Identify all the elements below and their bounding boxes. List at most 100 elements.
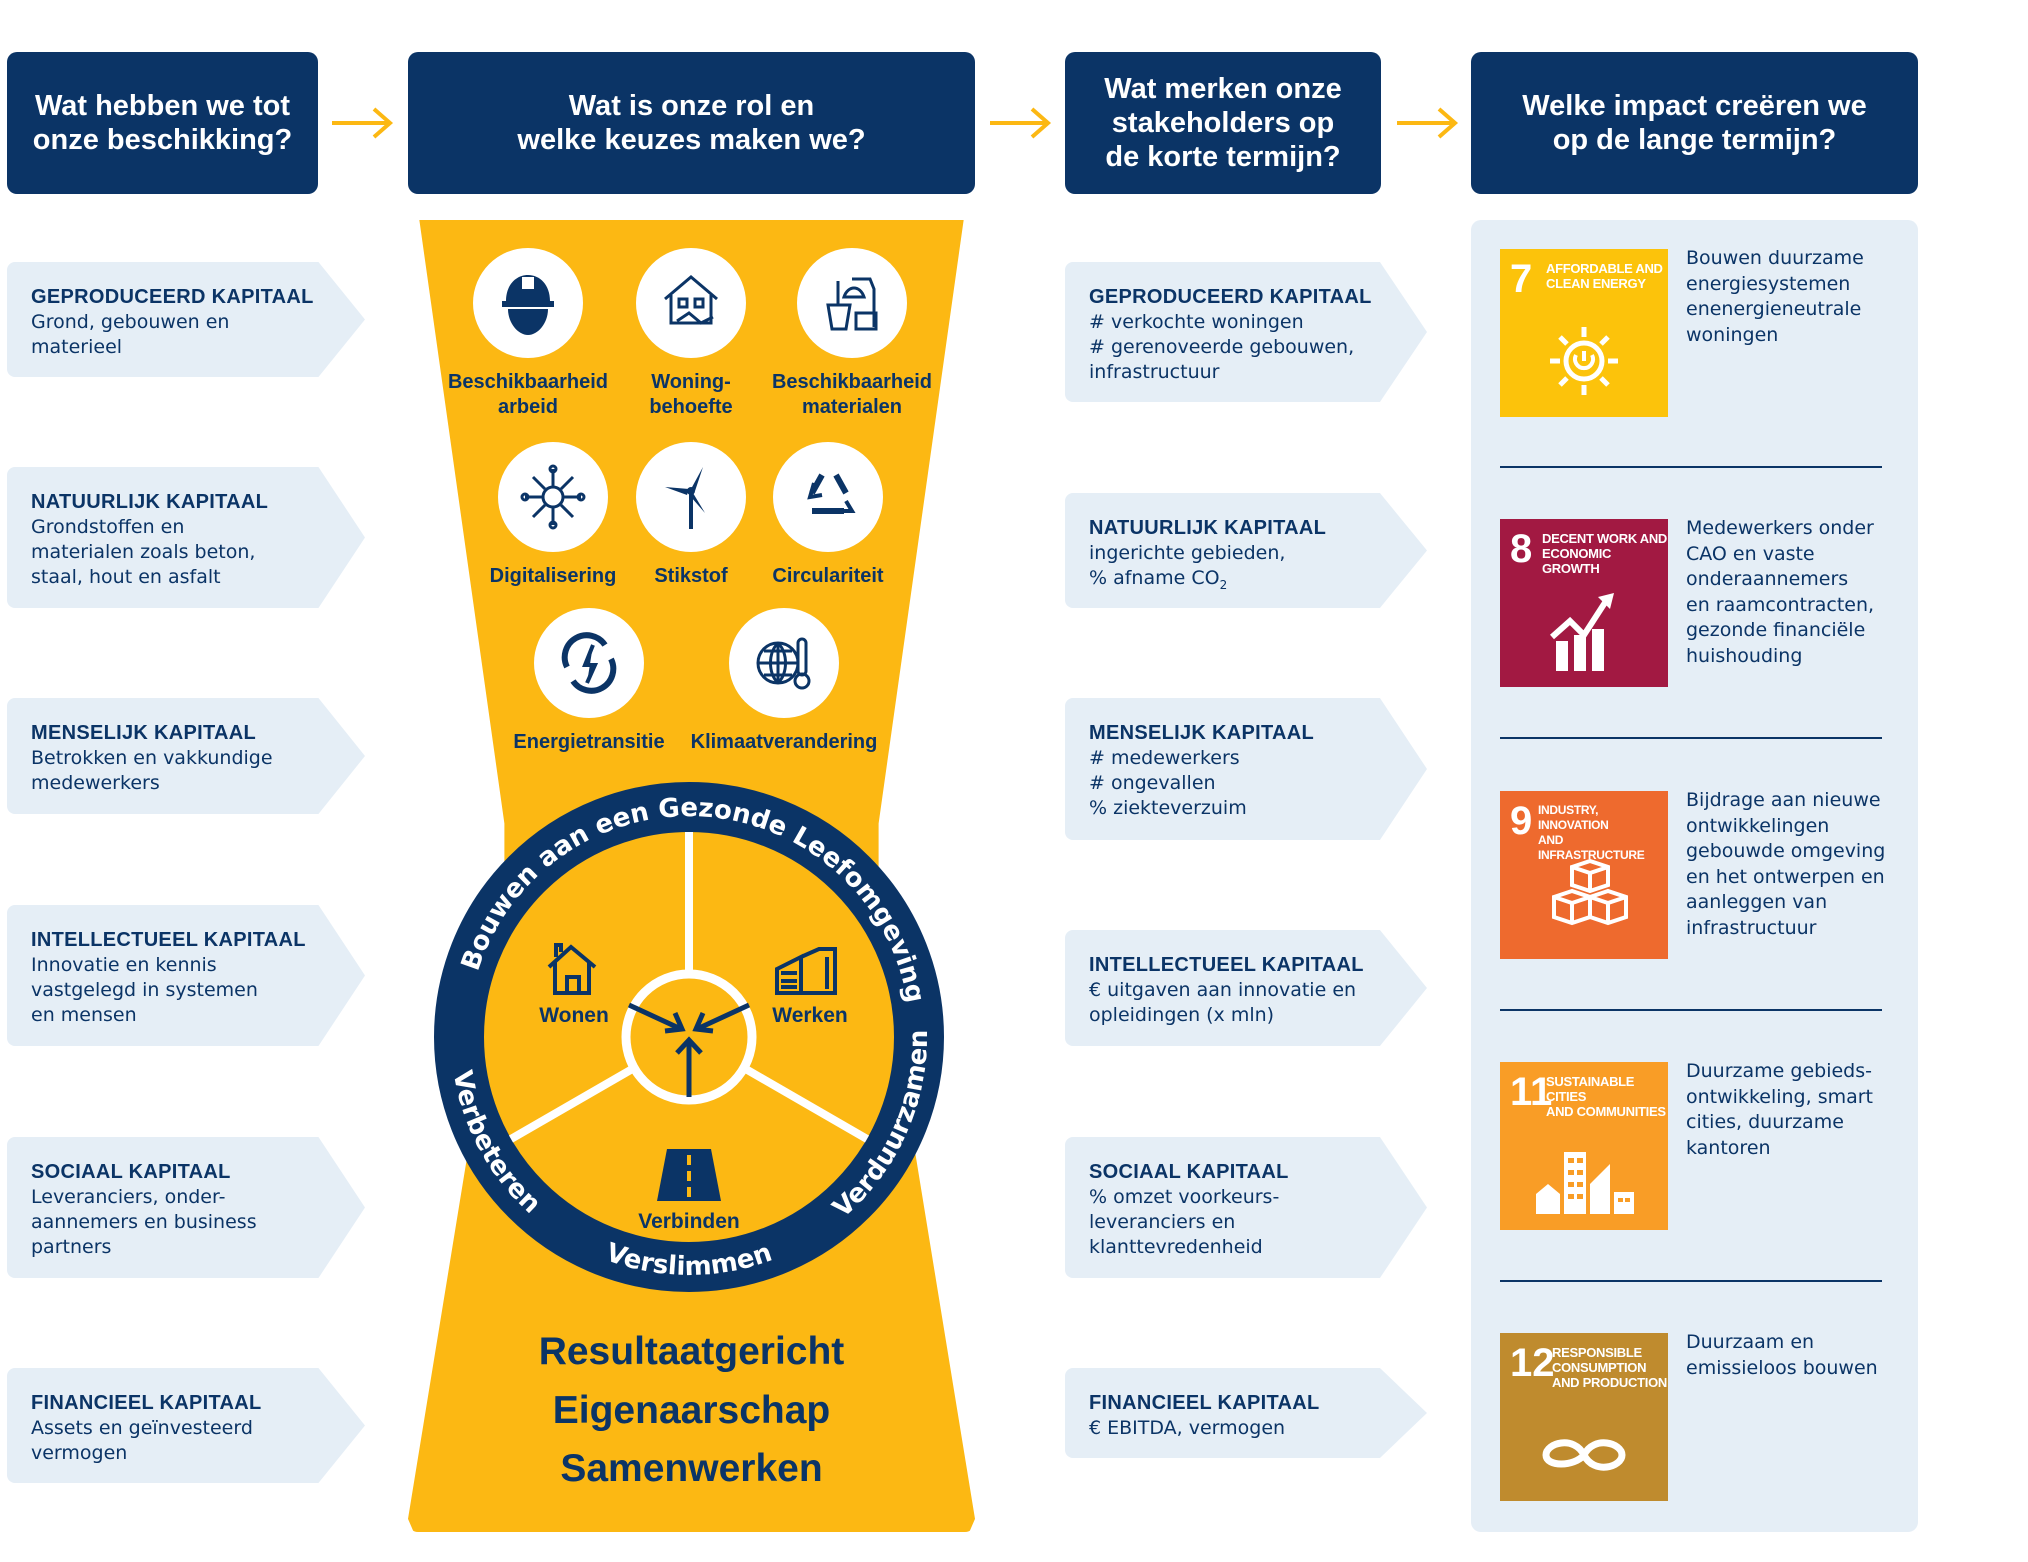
theme-label: Circulariteit bbox=[772, 565, 884, 587]
wind-turbine-icon bbox=[636, 442, 746, 552]
arrow-right-icon bbox=[332, 107, 394, 139]
strategy-wheel: Wonen Werken Verbinden Bouwen aan een Ge… bbox=[434, 782, 944, 1292]
capital-title: SOCIAAL KAPITAAL bbox=[1089, 1161, 1289, 1183]
output-capital-produced: GEPRODUCEERD KAPITAAL # verkochte woninge… bbox=[1065, 262, 1427, 402]
globe-thermometer-icon bbox=[729, 608, 839, 718]
input-capital-natural: NATUURLIJK KAPITAAL Grondstoffen en mater… bbox=[7, 467, 365, 608]
capital-description: % omzet voorkeurs- leveranciers en klant… bbox=[1089, 1186, 1280, 1258]
recycle-icon bbox=[773, 442, 883, 552]
core-value: Eigenaarschap bbox=[552, 1389, 831, 1432]
header-role-choices: Wat is onze rol en welke keuzes maken we… bbox=[408, 52, 975, 194]
arrow-right-icon bbox=[1397, 107, 1459, 139]
theme-label: Woning- behoefte bbox=[649, 371, 733, 418]
sun-power-icon bbox=[1550, 327, 1618, 395]
office-building-icon bbox=[775, 947, 837, 995]
sdg-label: SUSTAINABLE CITIES AND COMMUNITIES bbox=[1546, 1074, 1666, 1119]
capital-description: € uitgaven aan innovatie en opleidingen … bbox=[1089, 979, 1357, 1026]
segment-label-verbinden: Verbinden bbox=[638, 1210, 740, 1233]
capital-description-text: ingerichte gebieden, % afname CO bbox=[1089, 542, 1286, 589]
theme-label: Digitalisering bbox=[489, 565, 617, 587]
theme-label: Stikstof bbox=[654, 565, 728, 587]
road-icon bbox=[657, 1149, 721, 1201]
house-handshake-icon bbox=[636, 248, 746, 358]
divider bbox=[1500, 1009, 1882, 1011]
capital-title: GEPRODUCEERD KAPITAAL bbox=[1089, 286, 1372, 308]
header-resources: Wat hebben we tot onze beschikking? bbox=[7, 52, 318, 194]
cubes-icon bbox=[1552, 858, 1628, 926]
sdg-number: 8 bbox=[1510, 527, 1533, 571]
output-capital-intellectual: INTELLECTUEEL KAPITAAL € uitgaven aan inn… bbox=[1065, 930, 1427, 1046]
sdg-description: Bouwen duurzame energiesystemen enenergi… bbox=[1686, 247, 1864, 346]
output-capital-financial: FINANCIEEL KAPITAAL € EBITDA, vermogen bbox=[1065, 1368, 1427, 1458]
circuit-chip-icon bbox=[498, 442, 608, 552]
sdg-label: DECENT WORK AND ECONOMIC GROWTH bbox=[1542, 531, 1668, 576]
input-capital-human: MENSELIJK KAPITAAL Betrokken en vakkundig… bbox=[7, 698, 365, 814]
header-long-term: Welke impact creëren we op de lange term… bbox=[1471, 52, 1918, 194]
capital-title: MENSELIJK KAPITAAL bbox=[31, 722, 257, 744]
sdg-description: Bijdrage aan nieuwe ontwikkelingen gebou… bbox=[1686, 789, 1886, 939]
divider bbox=[1500, 466, 1882, 468]
growth-chart-icon bbox=[1550, 593, 1614, 671]
capital-description: € EBITDA, vermogen bbox=[1089, 1417, 1286, 1439]
sdg-description: Duurzaam en emissieloos bouwen bbox=[1686, 1331, 1878, 1379]
sdg-number: 12 bbox=[1510, 1341, 1555, 1385]
divider bbox=[1500, 737, 1882, 739]
sdg-number: 7 bbox=[1510, 257, 1533, 301]
capital-description: Innovatie en kennis vastgelegd in system… bbox=[31, 954, 258, 1026]
theme-label: Beschikbaarheid arbeid bbox=[447, 371, 609, 418]
subscript: 2 bbox=[1219, 577, 1228, 592]
input-capital-produced: GEPRODUCEERD KAPITAAL Grond, gebouwen en … bbox=[7, 262, 365, 377]
header-short-term: Wat merken onze stakeholders op de korte… bbox=[1065, 52, 1381, 194]
sdg-label: AFFORDABLE AND CLEAN ENERGY bbox=[1546, 261, 1663, 291]
sdg-description: Duurzame gebieds- ontwikkeling, smart ci… bbox=[1686, 1060, 1874, 1159]
wheel-spokes bbox=[509, 832, 869, 1143]
capital-title: SOCIAAL KAPITAAL bbox=[31, 1161, 231, 1183]
energy-cycle-icon bbox=[534, 608, 644, 718]
divider bbox=[1500, 1280, 1882, 1282]
sdg-tile-7: 7 AFFORDABLE AND CLEAN ENERGY bbox=[1500, 249, 1668, 417]
capital-title: INTELLECTUEEL KAPITAAL bbox=[1089, 954, 1364, 976]
capital-description: ingerichte gebieden, % afname CO2 bbox=[1089, 541, 1427, 598]
input-capital-financial: FINANCIEEL KAPITAAL Assets en geïnvesteer… bbox=[7, 1368, 365, 1483]
sdg-label: RESPONSIBLE CONSUMPTION AND PRODUCTION bbox=[1552, 1345, 1667, 1390]
sdg-description: Medewerkers onder CAO en vaste onderaann… bbox=[1686, 517, 1875, 667]
capital-title: NATUURLIJK KAPITAAL bbox=[1089, 517, 1327, 539]
segment-label-werken: Werken bbox=[772, 1004, 847, 1027]
sdg-number: 11 bbox=[1510, 1070, 1553, 1114]
input-capital-intellectual: INTELLECTUEEL KAPITAAL Innovatie en kenni… bbox=[7, 905, 365, 1046]
capital-title: FINANCIEEL KAPITAAL bbox=[1089, 1392, 1320, 1414]
capital-description: Leveranciers, onder- aannemers en busine… bbox=[31, 1186, 257, 1258]
capital-title: GEPRODUCEERD KAPITAAL bbox=[31, 286, 314, 308]
capital-description: Grond, gebouwen en materieel bbox=[31, 311, 230, 358]
theme-label: Energietransitie bbox=[513, 731, 665, 753]
converging-arrows-icon bbox=[627, 1002, 751, 1097]
capital-description: Betrokken en vakkundige medewerkers bbox=[31, 747, 273, 794]
capital-description: Assets en geïnvesteerd vermogen bbox=[31, 1417, 253, 1464]
capital-title: INTELLECTUEEL KAPITAAL bbox=[31, 929, 306, 951]
capital-description: # medewerkers # ongevallen % ziekteverzu… bbox=[1089, 747, 1247, 819]
city-buildings-icon bbox=[1536, 1152, 1634, 1214]
capital-description: Grondstoffen en materialen zoals beton, … bbox=[31, 516, 256, 588]
sdg-number: 9 bbox=[1510, 799, 1533, 843]
core-value: Resultaatgericht bbox=[538, 1330, 845, 1373]
house-icon bbox=[547, 943, 597, 995]
core-value: Samenwerken bbox=[560, 1447, 823, 1490]
output-capital-human: MENSELIJK KAPITAAL# medewerkers # ongeva… bbox=[1065, 698, 1427, 840]
segment-label-wonen: Wonen bbox=[539, 1004, 609, 1027]
capital-description: # verkochte woningen # gerenoveerde gebo… bbox=[1089, 311, 1355, 383]
input-capital-social: SOCIAAL KAPITAAL Leveranciers, onder- aan… bbox=[7, 1137, 365, 1278]
capital-title: NATUURLIJK KAPITAAL bbox=[31, 491, 269, 513]
hard-hat-worker-icon bbox=[473, 248, 583, 358]
theme-label: Klimaatverandering bbox=[690, 731, 878, 753]
building-materials-icon bbox=[797, 248, 907, 358]
infinity-loop-icon bbox=[1542, 1439, 1626, 1471]
capital-title: FINANCIEEL KAPITAAL bbox=[31, 1392, 262, 1414]
theme-label: Beschikbaarheid materialen bbox=[771, 371, 933, 418]
output-capital-social: SOCIAAL KAPITAAL % omzet voorkeurs- lever… bbox=[1065, 1137, 1427, 1278]
arrow-right-icon bbox=[990, 107, 1052, 139]
